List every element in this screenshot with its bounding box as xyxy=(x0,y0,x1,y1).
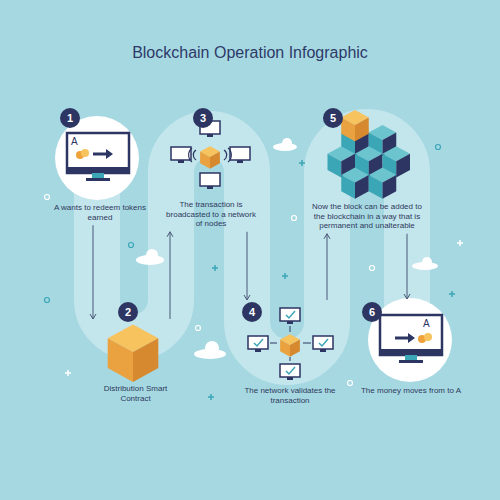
title: Blockchain Operation Infographic xyxy=(0,44,500,62)
step-text: The transaction is broadcasted to a netw… xyxy=(165,200,257,229)
step-node: A wants to redeem tokens earned xyxy=(45,115,155,222)
step-node: Distribution Smart Contract xyxy=(88,322,183,403)
step-node: Now the block can be added to the blockc… xyxy=(308,110,426,231)
callout-number: 3 xyxy=(193,108,213,128)
flow-arrow xyxy=(93,225,94,319)
screen-letter: A xyxy=(423,319,430,329)
flow-arrow xyxy=(407,234,408,299)
flow-arrow xyxy=(170,232,171,319)
callout-number: 5 xyxy=(323,108,343,128)
callout-number: 4 xyxy=(242,302,262,322)
callout-number: 2 xyxy=(118,302,138,322)
flow-arrow xyxy=(247,232,248,300)
callout-number: 1 xyxy=(60,108,80,128)
callout-number: 6 xyxy=(362,302,382,322)
step-text: The money moves from to A xyxy=(360,386,462,396)
step-text: Distribution Smart Contract xyxy=(88,384,183,403)
flow-arrow xyxy=(327,234,328,300)
step-text: A wants to redeem tokens earned xyxy=(45,203,155,222)
step-node: The transaction is broadcasted to a netw… xyxy=(165,118,257,229)
screen-letter: A xyxy=(71,137,78,147)
step-text: The network validates the transaction xyxy=(232,386,348,405)
step-text: Now the block can be added to the blockc… xyxy=(308,202,426,231)
